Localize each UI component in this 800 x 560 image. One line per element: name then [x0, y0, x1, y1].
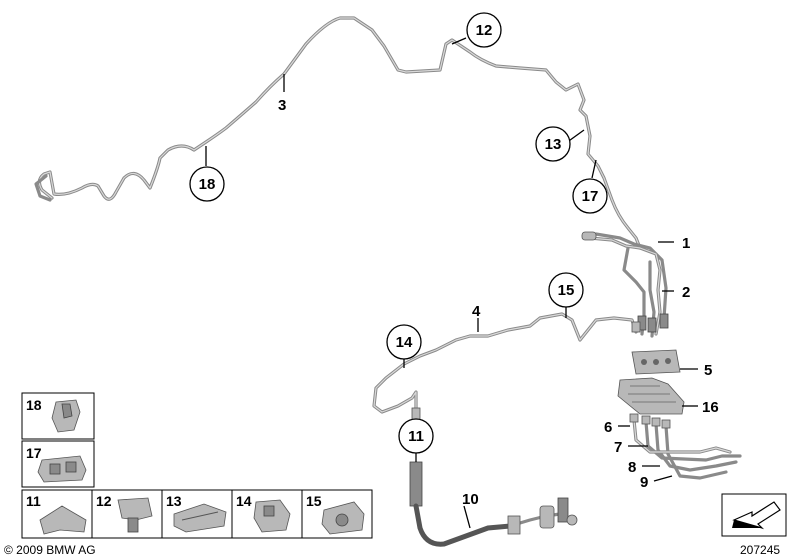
clip-11-image — [39, 505, 87, 535]
callout-12: 12 — [466, 12, 502, 48]
legend-table: 18 17 11 12 13 14 15 — [21, 392, 373, 539]
clip-14-image — [253, 499, 291, 533]
legend-label-15: 15 — [306, 493, 322, 509]
callout-7: 7 — [614, 439, 622, 456]
svg-text:12: 12 — [476, 22, 493, 39]
callout-5: 5 — [704, 362, 712, 379]
legend-label-17: 17 — [26, 445, 42, 461]
callout-3: 3 — [278, 97, 286, 114]
copyright-text: © 2009 BMW AG — [4, 543, 96, 557]
svg-text:14: 14 — [396, 334, 413, 351]
callout-8: 8 — [628, 459, 636, 476]
legend-label-14: 14 — [236, 493, 252, 509]
legend-label-13: 13 — [166, 493, 182, 509]
clip-15-image — [321, 501, 365, 535]
diagram-number: 207245 — [740, 543, 780, 557]
callout-6: 6 — [604, 419, 612, 436]
callout-16: 16 — [702, 399, 719, 416]
svg-text:17: 17 — [582, 188, 599, 205]
clip-17-image — [37, 455, 87, 483]
legend-label-18: 18 — [26, 397, 42, 413]
brake-hose-10 — [409, 461, 578, 547]
callout-13: 13 — [535, 126, 571, 162]
callout-2: 2 — [682, 284, 690, 301]
callout-11: 11 — [398, 418, 434, 454]
clip-13-image — [173, 503, 227, 533]
clip-18-image — [51, 399, 81, 433]
callout-14: 14 — [386, 324, 422, 360]
clip-12-image — [117, 497, 153, 533]
svg-text:13: 13 — [545, 136, 562, 153]
callout-17: 17 — [572, 178, 608, 214]
callout-1: 1 — [682, 235, 690, 252]
legend-label-12: 12 — [96, 493, 112, 509]
legend-label-11: 11 — [26, 493, 41, 509]
cover-16 — [617, 377, 685, 415]
svg-text:11: 11 — [408, 428, 424, 445]
brake-pipe-4 — [372, 312, 641, 421]
callout-9: 9 — [640, 474, 648, 491]
callout-18: 18 — [189, 166, 225, 202]
brake-pipe-long — [34, 16, 642, 250]
brake-pipe-1-2 — [581, 231, 669, 338]
brake-pipe-set-6-9 — [629, 413, 742, 480]
callout-10: 10 — [462, 491, 479, 508]
arrow-down-left-icon[interactable] — [721, 493, 787, 537]
bracket-5 — [631, 349, 681, 375]
callout-15: 15 — [548, 272, 584, 308]
callout-4: 4 — [472, 303, 481, 320]
svg-text:18: 18 — [199, 176, 216, 193]
leader-lines — [205, 37, 698, 529]
svg-text:15: 15 — [558, 282, 575, 299]
